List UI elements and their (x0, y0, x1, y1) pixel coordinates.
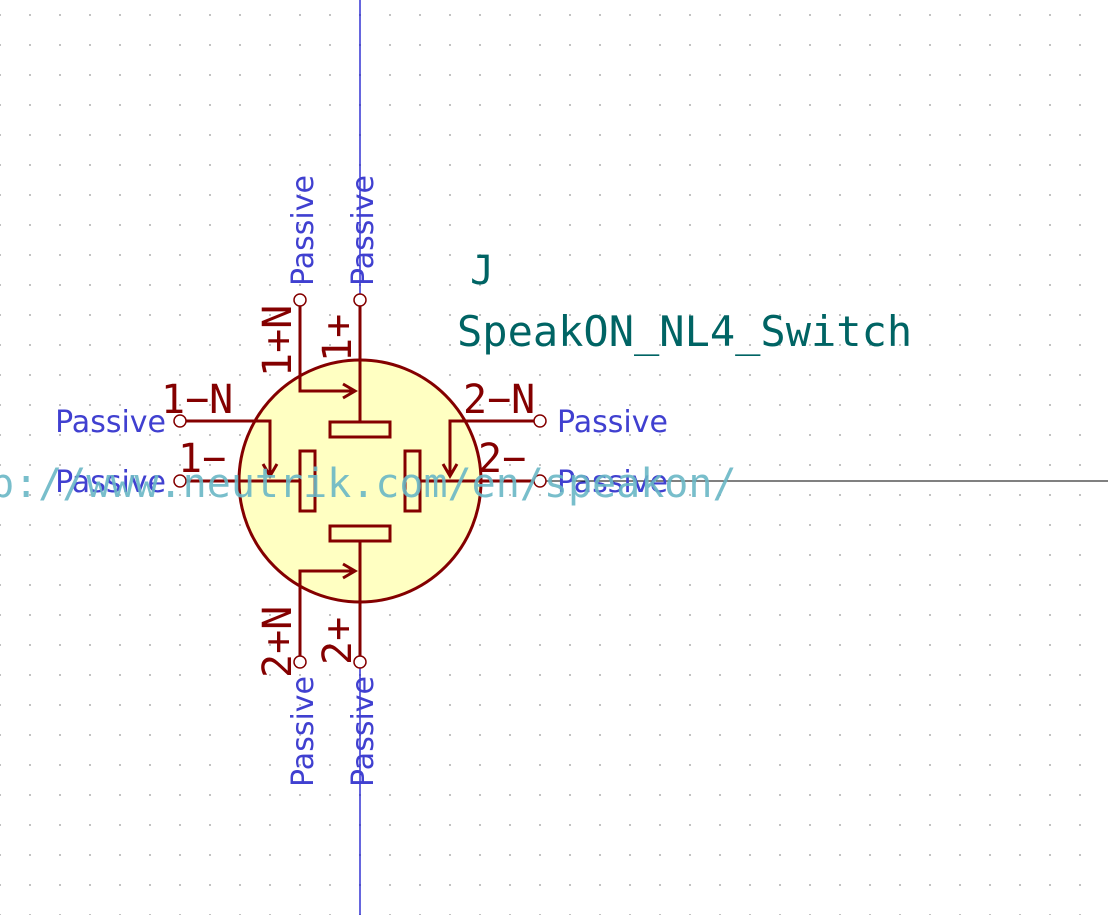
pin-name-1plus: 1+ (315, 314, 361, 362)
pin-1minusN-line (180, 419, 272, 476)
pin-name-1minus: 1− (178, 436, 226, 482)
pin-1plusN-line (298, 300, 355, 393)
pin-type-2minusN: Passive (557, 405, 668, 440)
pin-type-1minus: Passive (55, 465, 166, 500)
pin-end-1plus[interactable] (353, 293, 367, 307)
arrow-1minusN (261, 463, 279, 479)
pin-type-2plus: Passive (346, 676, 381, 787)
pin-type-2minus: Passive (557, 465, 668, 500)
datasheet-url[interactable]: p://www.neutrik.com/en/speakon/ (0, 461, 737, 507)
pin-end-2plus[interactable] (353, 655, 367, 669)
pin-end-2minus[interactable] (533, 474, 547, 488)
pin-type-1plus: Passive (346, 175, 381, 286)
arrow-1plusN (342, 382, 358, 400)
pin-name-1plusN: 1+N (255, 305, 301, 377)
reference-designator[interactable]: J (470, 248, 494, 294)
pin-name-1minusN: 1−N (161, 377, 233, 423)
pin-name-2plus: 2+ (315, 617, 361, 665)
pin-name-2plusN: 2+N (255, 606, 301, 678)
pin-type-2plusN: Passive (286, 676, 321, 787)
speakon-symbol[interactable] (180, 300, 540, 662)
pin-end-2plusN[interactable] (293, 655, 307, 669)
pin-2plusN-line (298, 569, 355, 662)
pin-type-1plusN: Passive (286, 175, 321, 286)
symbol-value[interactable]: SpeakON_NL4_Switch (457, 307, 912, 356)
pin-type-1minusN: Passive (55, 405, 166, 440)
arrow-2minusN (441, 463, 459, 479)
pin-name-2minus: 2− (478, 436, 526, 482)
pin-end-1plusN[interactable] (293, 293, 307, 307)
pin-2minusN-line (448, 419, 540, 476)
pin-end-1minusN[interactable] (173, 414, 187, 428)
pin-end-2minusN[interactable] (533, 414, 547, 428)
pin-end-1minus[interactable] (173, 474, 187, 488)
arrow-2plusN (342, 562, 358, 580)
pin-name-2minusN: 2−N (463, 377, 535, 423)
